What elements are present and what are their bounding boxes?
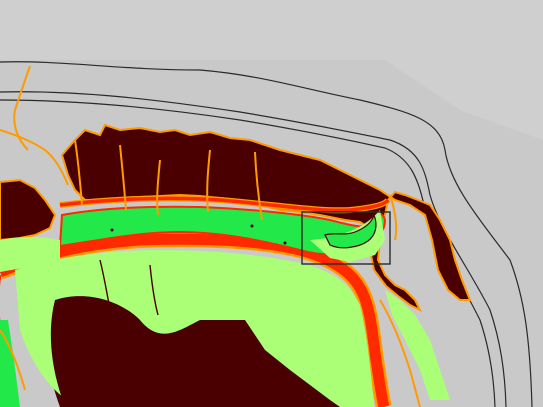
- green-zone: [0, 205, 387, 407]
- selection-rectangle[interactable]: [301, 211, 391, 265]
- contour-lines: [0, 61, 533, 407]
- point-markers: [110, 224, 287, 245]
- selection-feature: [324, 213, 377, 249]
- light-green-zone: [0, 210, 450, 407]
- drainage-lines: [0, 65, 421, 407]
- basemap-texture: [0, 0, 543, 140]
